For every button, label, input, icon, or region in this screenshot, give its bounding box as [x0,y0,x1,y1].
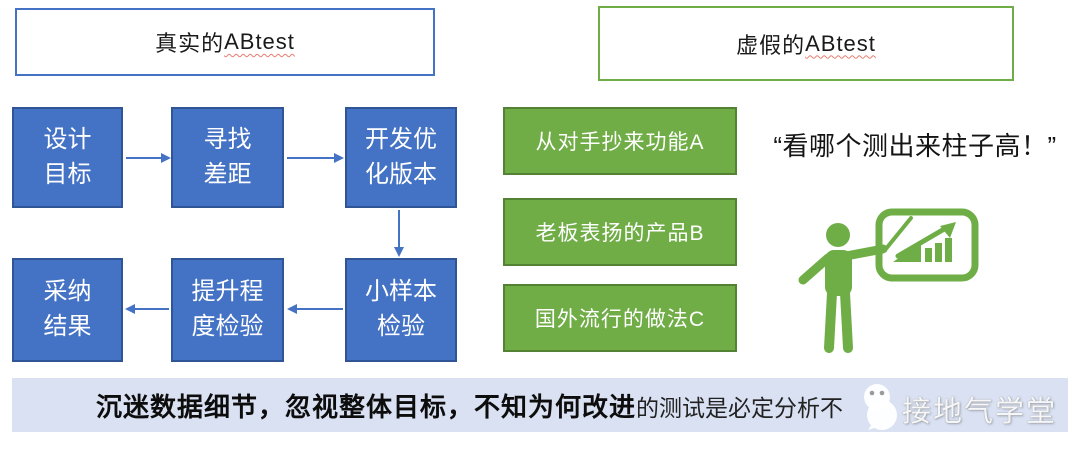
bar-1 [925,248,932,262]
watermark: 接地气学堂 [852,380,1057,432]
arrow-right-icon [287,153,344,163]
fake-title-latin: ABtest [805,30,876,56]
arrow-down-icon [394,210,404,257]
watermark-text: 接地气学堂 [902,396,1058,428]
presenter-icon [798,208,979,353]
bar-2 [935,243,942,262]
flow-step-develop-version: 开发优 化版本 [345,107,457,208]
arrow-right-icon [126,153,171,163]
fake-item-boss-praised-b: 老板表扬的产品B [503,198,737,266]
growth-arrow-line [895,225,949,259]
growth-arrow-head [940,222,956,238]
flow-step-adopt-result: 采纳 结果 [12,258,123,362]
wechat-face-logo-icon [864,384,897,430]
flow-step-uplift-test: 提升程 度检验 [171,258,284,362]
real-title-latin: ABtest [224,29,295,54]
left-leg [824,288,837,353]
arrow-left-icon [287,304,343,314]
right-leg [840,288,853,353]
banner-bold-text: 沉迷数据细节，忽视整体目标，不知为何改进 [96,391,637,422]
person-head [826,223,850,247]
bottom-banner: 沉迷数据细节，忽视整体目标，不知为何改进 的测试是必定分析不 [12,378,1068,432]
fake-item-copied-feature-a: 从对手抄来功能A [503,107,737,175]
chart-board-icon [875,208,979,282]
banner-text: 沉迷数据细节，忽视整体目标，不知为何改进 的测试是必定分析不 [96,387,843,424]
flow-step-small-sample: 小样本 检验 [345,258,457,362]
flow-step-find-gap: 寻找 差距 [171,107,284,208]
person-torso [825,250,852,296]
right-arm [841,244,888,261]
fake-item-foreign-trend-c: 国外流行的做法C [503,284,737,352]
pointer-stick-icon [883,216,913,252]
banner-normal-text: 的测试是必定分析不 [636,394,844,421]
bar-3 [945,238,952,262]
arrow-left-icon [125,304,169,314]
real-title-prefix: 真实的 [155,31,225,56]
left-arm [798,253,833,285]
fake-title-prefix: 虚假的 [736,32,806,58]
quote-text: “看哪个测出来柱子高！” [773,131,1057,161]
flow-step-design-goal: 设计 目标 [12,107,123,208]
